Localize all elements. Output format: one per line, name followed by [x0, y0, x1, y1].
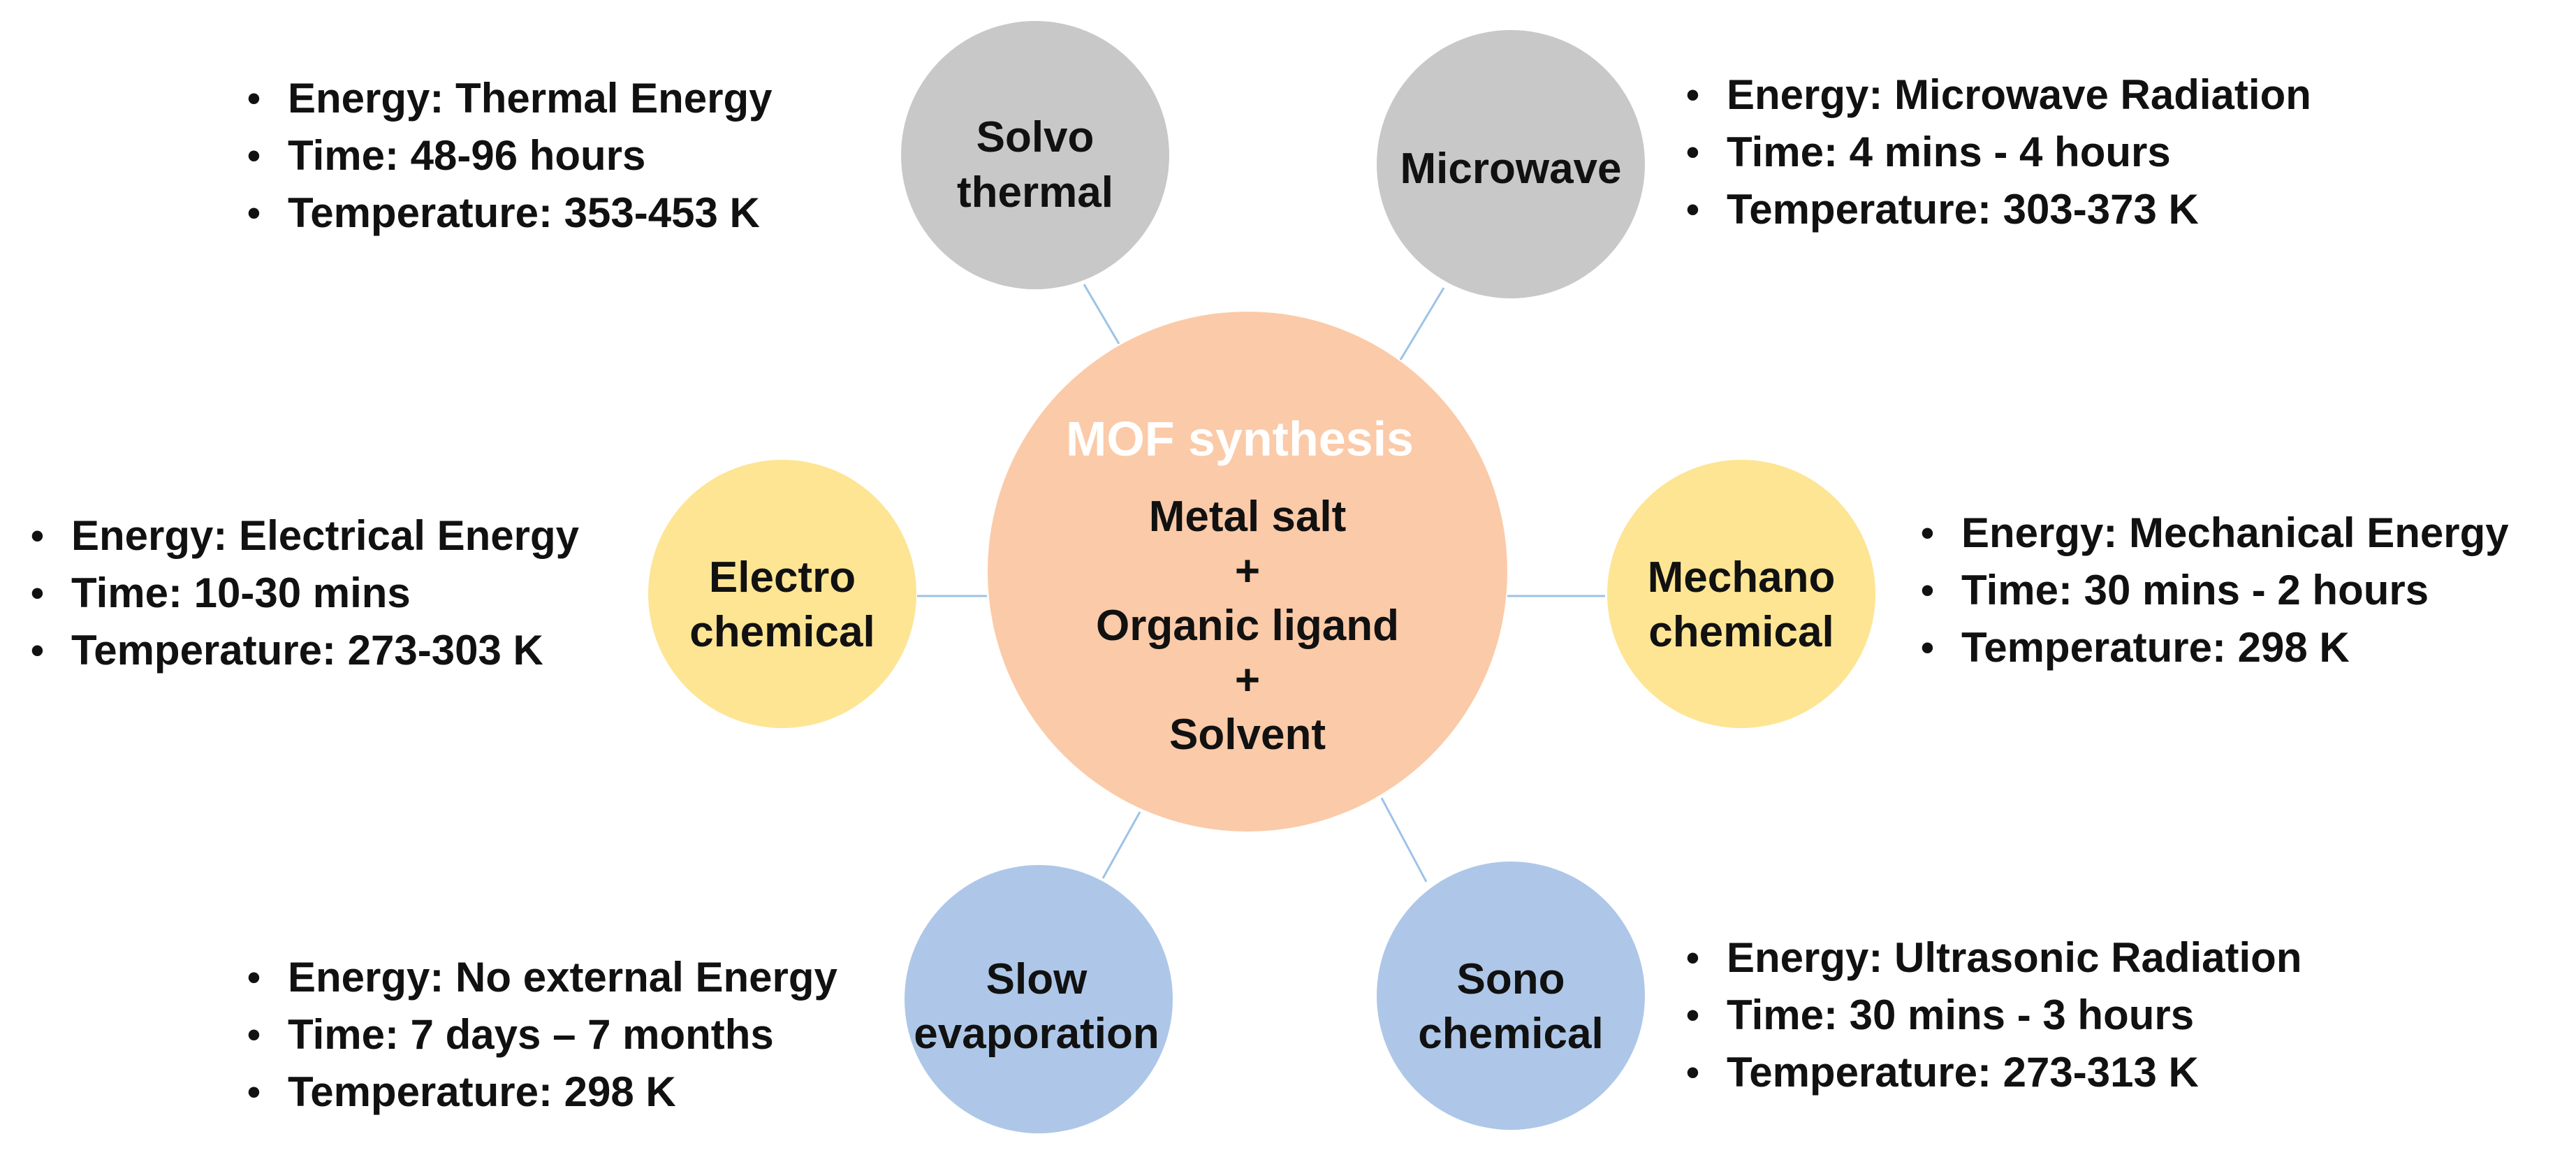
circle-mechanochemical [1607, 460, 1875, 728]
detail-time: Time: 30 mins - 3 hours [1683, 987, 2301, 1044]
label-microwave: Microwave [1400, 145, 1621, 193]
detail-temperature: Temperature: 298 K [244, 1063, 837, 1121]
label-solvothermal-line2: thermal [957, 168, 1113, 217]
detail-time: Time: 10-30 mins [28, 565, 579, 622]
details-mechanochemical: Energy: Mechanical Energy Time: 30 mins … [1918, 504, 2509, 676]
detail-energy: Energy: Electrical Energy [28, 507, 579, 565]
connector-solvothermal [1083, 284, 1120, 344]
detail-temperature: Temperature: 298 K [1918, 619, 2509, 676]
connectors [917, 284, 1605, 882]
details-microwave: Energy: Microwave Radiation Time: 4 mins… [1683, 66, 2311, 238]
details-solvothermal: Energy: Thermal Energy Time: 48-96 hours… [244, 70, 773, 242]
circle-solvothermal [901, 21, 1169, 289]
hub-circle [988, 312, 1507, 831]
label-slow-evaporation-line2: evaporation [914, 1010, 1159, 1058]
detail-time: Time: 7 days – 7 months [244, 1006, 837, 1063]
label-mechanochemical-line2: chemical [1648, 608, 1834, 656]
details-electrochemical: Energy: Electrical Energy Time: 10-30 mi… [28, 507, 579, 679]
circle-sonochemical [1377, 862, 1645, 1130]
detail-energy: Energy: No external Energy [244, 949, 837, 1006]
hub-line-metal-salt: Metal salt [1149, 493, 1347, 541]
detail-temperature: Temperature: 273-313 K [1683, 1044, 2301, 1101]
detail-energy: Energy: Mechanical Energy [1918, 504, 2509, 562]
circle-microwave [1377, 30, 1645, 298]
connector-sonochemical [1380, 797, 1428, 882]
hub-plus-2: + [1235, 656, 1260, 704]
label-mechanochemical-line1: Mechano [1648, 553, 1836, 602]
detail-energy: Energy: Microwave Radiation [1683, 66, 2311, 124]
detail-time: Time: 30 mins - 2 hours [1918, 562, 2509, 619]
hub-title: MOF synthesis [1066, 412, 1414, 466]
connector-microwave [1399, 287, 1445, 361]
label-sonochemical-line1: Sono [1457, 955, 1565, 1003]
detail-energy: Energy: Thermal Energy [244, 70, 773, 127]
circle-slow-evaporation [905, 865, 1173, 1133]
detail-temperature: Temperature: 303-373 K [1683, 181, 2311, 238]
hub-line-organic-ligand: Organic ligand [1096, 602, 1399, 650]
detail-temperature: Temperature: 353-453 K [244, 184, 773, 242]
label-slow-evaporation-line1: Slow [986, 955, 1088, 1003]
detail-temperature: Temperature: 273-303 K [28, 622, 579, 679]
detail-time: Time: 48-96 hours [244, 127, 773, 184]
detail-time: Time: 4 mins - 4 hours [1683, 124, 2311, 181]
circle-electrochemical [648, 460, 916, 728]
details-sonochemical: Energy: Ultrasonic Radiation Time: 30 mi… [1683, 929, 2301, 1101]
label-sonochemical-line2: chemical [1418, 1010, 1603, 1058]
hub-plus-1: + [1235, 547, 1260, 595]
details-slow-evaporation: Energy: No external Energy Time: 7 days … [244, 949, 837, 1121]
label-electrochemical-line2: chemical [689, 608, 874, 656]
label-electrochemical-line1: Electro [709, 553, 856, 602]
label-solvothermal-line1: Solvo [976, 113, 1095, 161]
connector-slow-evaporation [1102, 811, 1141, 879]
hub-line-solvent: Solvent [1169, 711, 1326, 759]
detail-energy: Energy: Ultrasonic Radiation [1683, 929, 2301, 987]
